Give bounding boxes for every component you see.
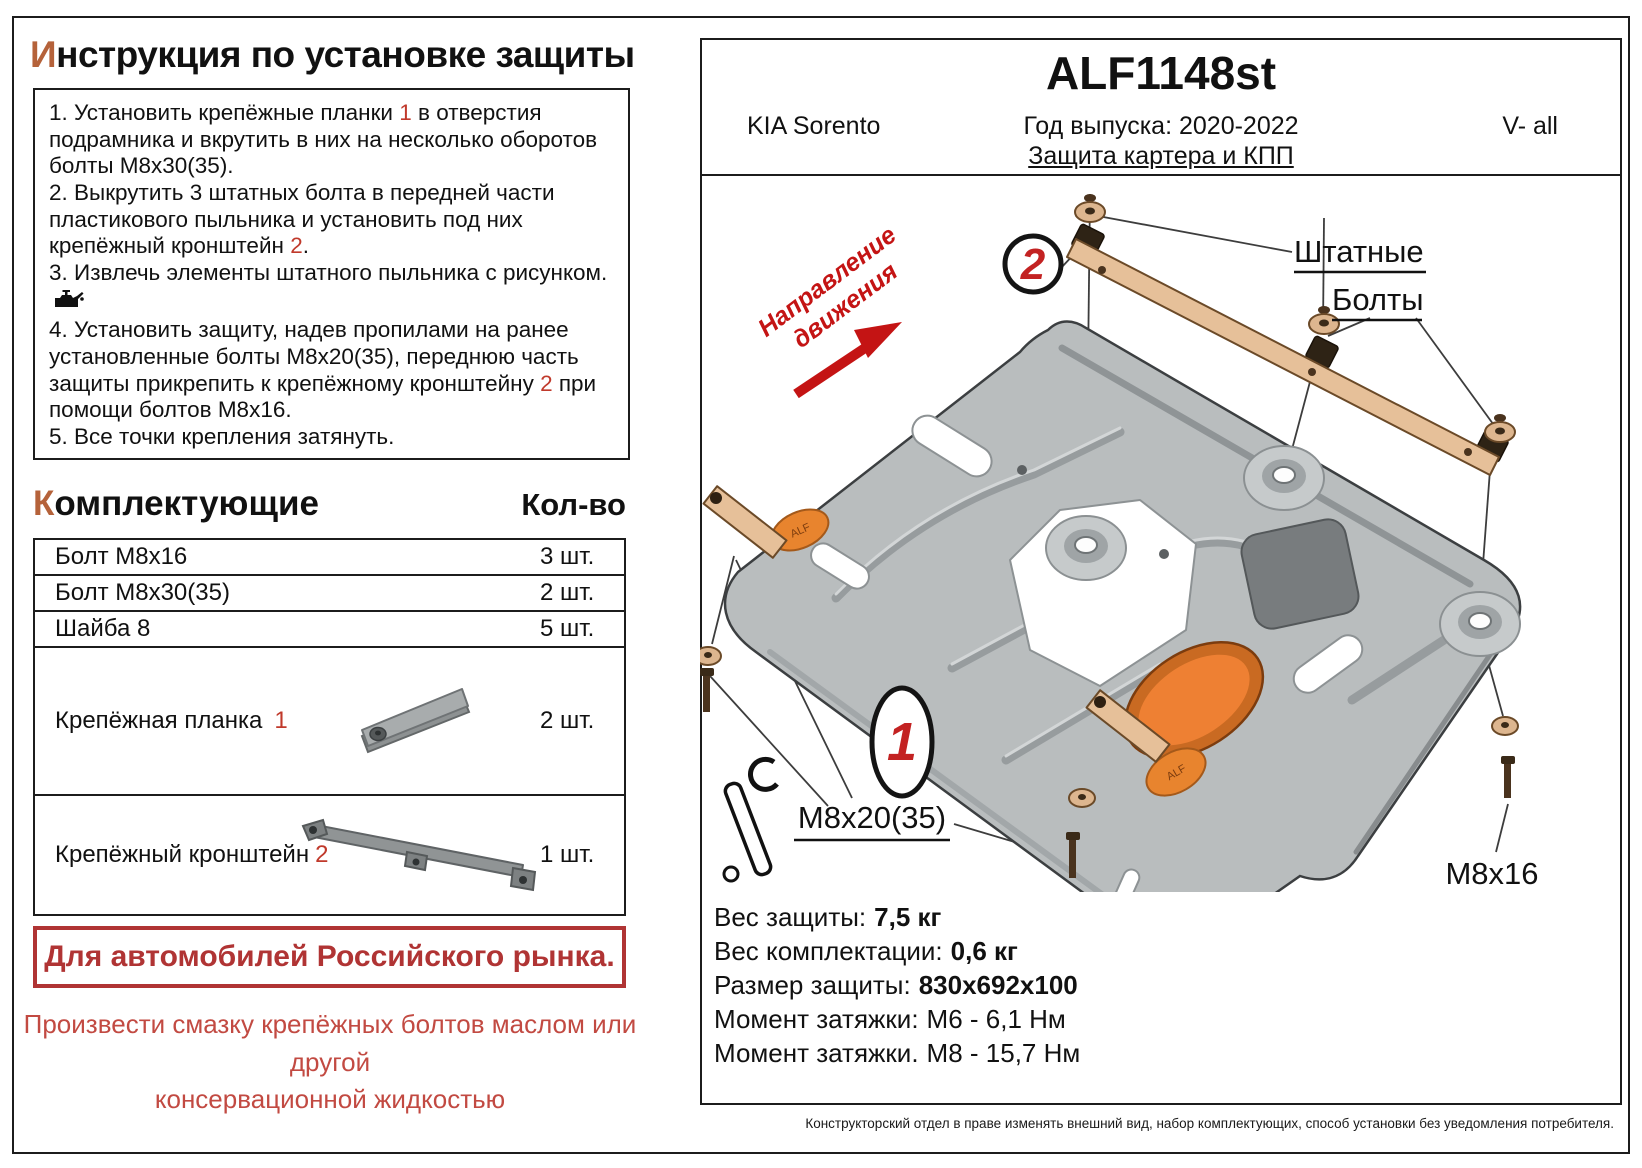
orange-oval-part [1123, 641, 1265, 759]
page-border [12, 16, 1630, 1154]
specs-block: Вес защиты:7,5 кг Вес комплектации:0,6 к… [714, 900, 1080, 1070]
drawing-panel-header: ALF1148st KIA Sorento Год выпуска: 2020-… [702, 40, 1620, 176]
product-subtitle: Защита картера и КПП [1028, 142, 1294, 170]
part-qty: 2 шт. [540, 579, 595, 606]
market-notice-text: Для автомобилей Российского рынка. [44, 940, 615, 973]
drawing-panel: ALF1148st KIA Sorento Год выпуска: 2020-… [700, 38, 1622, 1105]
direction-arrow: Направление движения [753, 221, 903, 399]
production-years: Год выпуска: 2020-2022 [1023, 112, 1299, 140]
svg-text:1: 1 [887, 712, 917, 772]
drawing-labels: Штатные Болты М8х16 М8х20(35) [794, 234, 1539, 891]
label-shtatnye: Штатные [1294, 234, 1424, 269]
bolt-chain-left [700, 646, 722, 712]
label-m8x16: М8х16 [1445, 856, 1538, 891]
market-notice-box: Для автомобилей Российского рынка. [33, 926, 626, 988]
instruction-step-5: 5. Все точки крепления затянуть. [49, 423, 395, 449]
part-qty: 3 шт. [540, 543, 595, 570]
footer-disclaimer: Конструкторский отдел в праве изменять в… [805, 1116, 1614, 1131]
standard-bolts [1074, 194, 1516, 443]
table-row: Болт М8х30(35) 2 шт. [35, 574, 624, 610]
instruction-step-1: 1. Установить крепёжные планки 1 в отвер… [49, 100, 598, 179]
bolt-chain-m8x16 [1491, 716, 1519, 798]
part-name: Болт М8х16 [55, 543, 188, 570]
label-bolty: Болты [1332, 282, 1423, 317]
instructions-box: 1. Установить крепёжные планки 1 в отвер… [33, 88, 630, 460]
callout-2-badge: 2 [1002, 233, 1064, 295]
spec-weight: Вес защиты:7,5 кг [714, 902, 942, 932]
bolt-chain-m8x20 [1066, 788, 1096, 878]
front-bracket [1066, 194, 1516, 476]
callout-1-badge: 1 [869, 685, 935, 799]
spec-torque-m8: Момент затяжки.М8 - 15,7 Нм [714, 1038, 1081, 1068]
quantity-header: Кол-во [521, 487, 626, 522]
technical-drawing: ALF ALF [700, 193, 1539, 892]
part-qty: 2 шт. [540, 707, 595, 734]
components-title-text: омплектующие [54, 484, 319, 523]
label-m8x20: М8х20(35) [798, 800, 946, 835]
part-code: ALF1148st [1045, 47, 1277, 99]
part-qty: 1 шт. [540, 841, 595, 868]
instruction-step-4: 4. Установить защиту, надев пропилами на… [49, 317, 597, 423]
part-number: 2 [315, 841, 329, 868]
lubrication-note-line2: консервационной жидкостью [154, 1084, 506, 1115]
lubrication-note-line1: Произвести смазку крепёжных болтов масло… [23, 1009, 637, 1077]
mounting-bracket-image [297, 804, 547, 911]
mounting-plate-left [702, 485, 788, 559]
svg-text:2: 2 [1020, 240, 1046, 289]
alf-stamp: ALF [1145, 747, 1207, 797]
page-title: Инструкция по установке защиты [30, 34, 635, 76]
table-row: Болт М8х16 3 шт. [35, 540, 624, 574]
part-name: Шайба 8 [55, 615, 151, 642]
part-number: 1 [274, 707, 288, 734]
part-name: Болт М8х30(35) [55, 579, 230, 606]
spec-torque-m6: Момент затяжки:М6 - 6,1 Нм [714, 1004, 1066, 1034]
mounting-bosses [1045, 445, 1521, 657]
instruction-step-2: 2. Выкрутить 3 штатных болта в передней … [49, 179, 555, 259]
lubrication-note: Произвести смазку крепёжных болтов масло… [10, 1006, 650, 1119]
components-table: Болт М8х16 3 шт. Болт М8х30(35) 2 шт. Ша… [33, 538, 626, 916]
part-qty: 5 шт. [540, 615, 595, 642]
table-row: Шайба 8 5 шт. [35, 610, 624, 646]
spec-size: Размер защиты:830х692х100 [714, 970, 1078, 1000]
wrench-icon [722, 756, 779, 883]
instruction-step-3: 3. Извлечь элементы штатного пыльника с … [49, 260, 614, 317]
mounting-plate-image [345, 680, 495, 765]
components-title-initial: К [33, 484, 55, 523]
components-header: Комплектующие Кол-во [33, 484, 626, 524]
components-title: Комплектующие [33, 484, 319, 524]
title-initial: И [30, 34, 57, 75]
mounting-plate-bottom [1085, 689, 1171, 763]
car-model: KIA Sorento [747, 112, 881, 140]
spec-kit-weight: Вес комплектации:0,6 кг [714, 936, 1018, 966]
engine-variant: V- all [1502, 112, 1558, 140]
title-text: нструкция по установке защиты [56, 34, 635, 75]
plate-recess-panel [1240, 518, 1360, 630]
oil-can-icon [49, 287, 85, 318]
